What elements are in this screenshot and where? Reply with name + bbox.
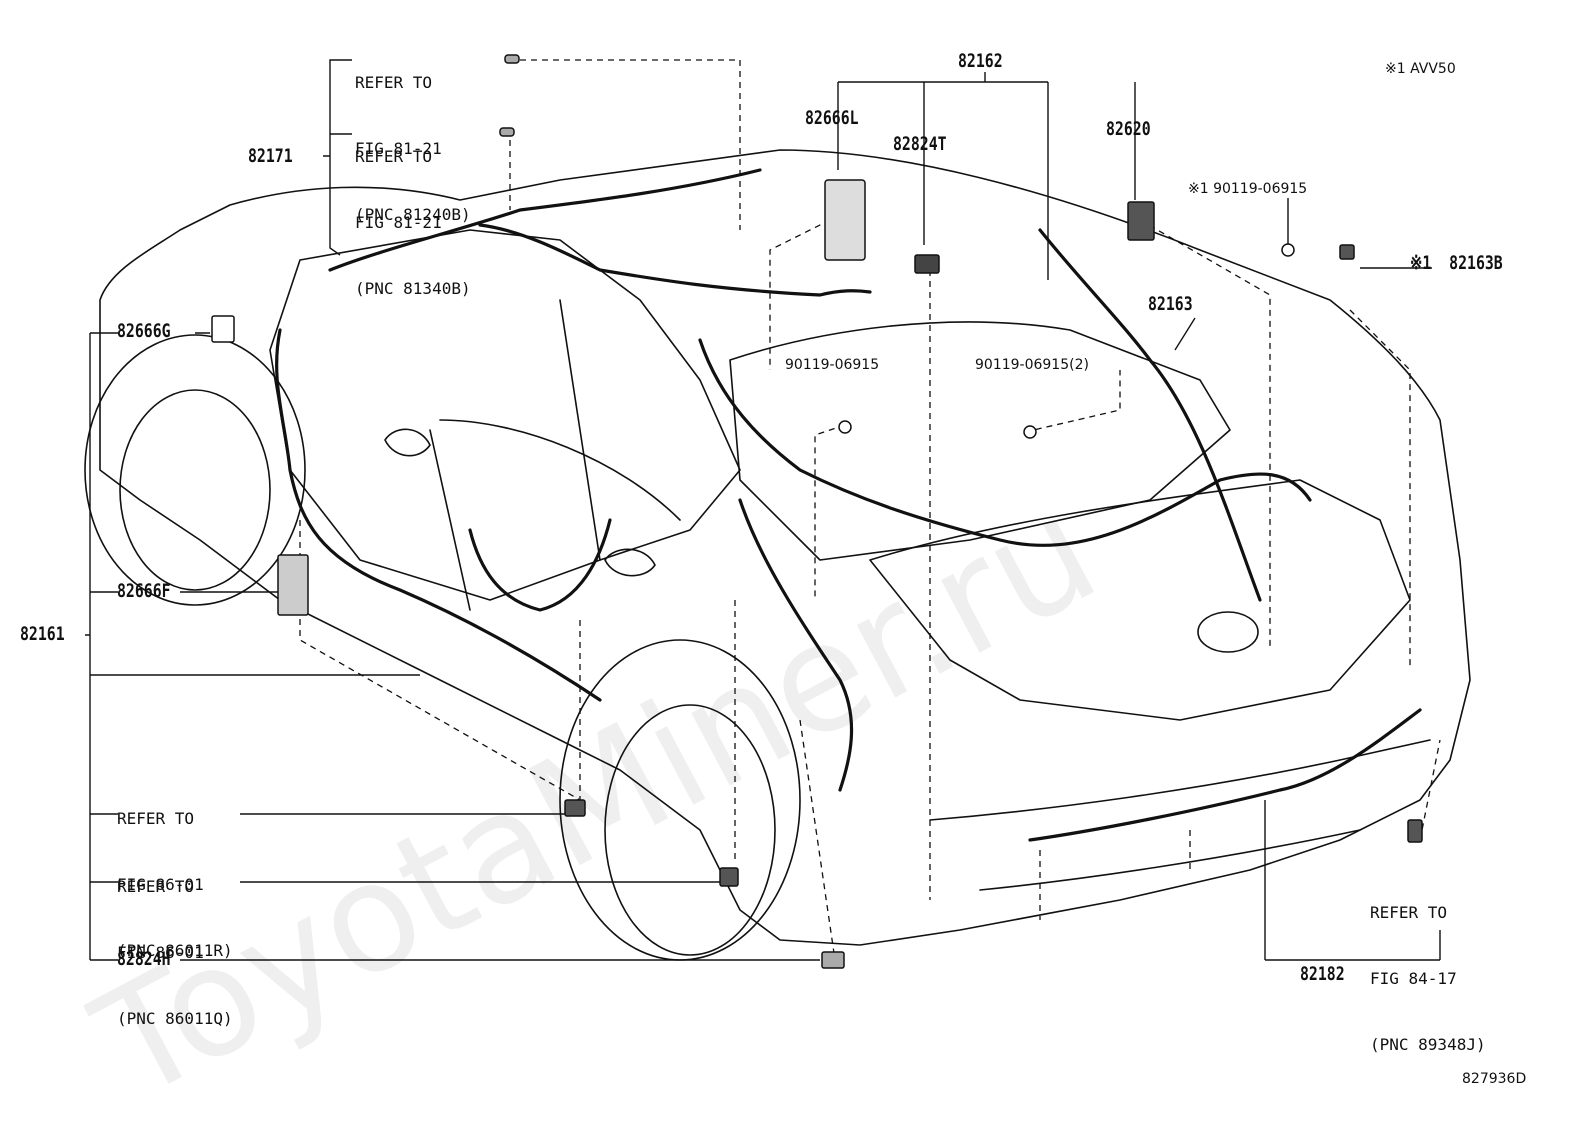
dash-82182 [1039,830,1191,920]
bolt-90119-top [1281,243,1295,257]
callout-82182: 82182 [1300,963,1345,985]
leader-82162 [837,72,1136,280]
reference-86011Q: REFER TO FIG 86-01 (PNC 86011Q) [117,832,233,1074]
callout-90119-06915-mid: 90119-06915 [785,357,880,373]
ref-line: REFER TO [117,809,195,828]
dash-82824H [799,719,836,961]
callout-82666F: 82666F [117,580,171,602]
ref-line: (PNC 89348J) [1370,1035,1486,1054]
dash-89348J [1419,739,1441,841]
bolt-90119-mid2 [1023,425,1037,439]
reference-89348J: REFER TO FIG 84-17 (PNC 89348J) [1370,858,1486,1100]
applicability-note: ※1 AVV50 [1385,61,1456,77]
dash-ref1 [520,59,741,230]
rear-bumper [929,739,1431,891]
door-handle-front [384,428,431,457]
connector-82666F [277,554,309,616]
connector-82163B [1339,244,1355,260]
callout-82161: 82161 [20,623,65,645]
ref-line: FIG 86-01 [117,875,204,894]
leader-82171 [323,59,352,256]
trunk-lid [869,479,1411,721]
car-body-outline [99,149,1471,946]
bolt-90119-mid [838,420,852,434]
leader-82163 [1174,317,1196,351]
callout-90119-06915-2: 90119-06915(2) [975,357,1089,373]
ref-line: (PNC 81340B) [355,279,471,298]
figure-code: 827936D [1462,1071,1527,1087]
harness-door-rear [468,518,612,612]
connector-82824T [914,254,940,274]
reference-81340B: REFER TO FIG 81-21 (PNC 81340B) [355,102,471,344]
ref-line: (PNC 86011R) [117,941,233,960]
ref-line: REFER TO [355,147,433,166]
callout-82824H: 82824H [117,948,171,970]
rear-emblem [1197,611,1259,653]
harness-center [738,498,854,792]
callout-82171: 82171 [248,145,293,167]
callout-82666G: 82666G [117,320,171,342]
roof-outline [269,229,741,601]
leader-82161-main [85,333,820,961]
connector-82620 [1127,201,1155,241]
harness-body-left [275,328,602,702]
clip-ref1 [504,54,520,64]
ref-line: FIG 86-01 [117,943,204,962]
wiring-harness-diagram: ToyotaMiner.ru [20,28,1527,1134]
dash-82666L [769,214,841,370]
connector-89348J [1407,819,1423,843]
connector-86011Q [719,867,739,887]
dash-82620 [1139,219,1271,650]
rear-wheel [604,704,776,956]
dash-90119-mid2 [1024,370,1121,433]
ref-line: (PNC 86011Q) [117,1009,233,1028]
ref-line: REFER TO [355,73,433,92]
ref-line: (PNC 81240B) [355,205,471,224]
connector-86011R [564,799,586,817]
ref-line: REFER TO [1370,903,1448,922]
harness-floor [698,338,1312,547]
car-line-drawing [84,54,1471,969]
leader-82182 [1264,800,1441,961]
rear-wheel-arch [559,639,801,961]
ref-line: FIG 84-17 [1370,969,1457,988]
callout-82163B: ※1 82163B [1410,252,1503,274]
connector-82824H [821,951,845,969]
callout-90119-06915-top: ※1 90119-06915 [1188,181,1308,197]
door-handle-rear [604,548,656,577]
harness-roof [328,168,872,297]
reference-86011R: REFER TO FIG 86-01 (PNC 86011R) [117,764,233,1006]
dash-90119-mid [814,424,846,600]
front-wheel-arch [84,334,306,606]
callout-82824T: 82824T [893,133,947,155]
ref-line: REFER TO [117,877,195,896]
door-line [429,299,681,611]
callout-82620: 82620 [1106,118,1151,140]
callout-82162: 82162 [958,50,1003,72]
harness-rear-bumper [1028,708,1422,842]
front-wheel [119,389,271,591]
reference-81240B: REFER TO FIG 81-21 (PNC 81240B) [355,28,471,270]
callout-82666L: 82666L [805,107,859,129]
dash-82161 [299,520,581,801]
dash-82163B [1349,309,1411,670]
connector-82666G [211,315,235,343]
ref-line: FIG 81-21 [355,213,442,232]
ref-line: FIG 81-21 [355,139,442,158]
harness-trunk [1038,228,1262,602]
connector-82666L [824,179,866,261]
clip-ref2 [499,127,515,137]
callout-82163: 82163 [1148,293,1193,315]
